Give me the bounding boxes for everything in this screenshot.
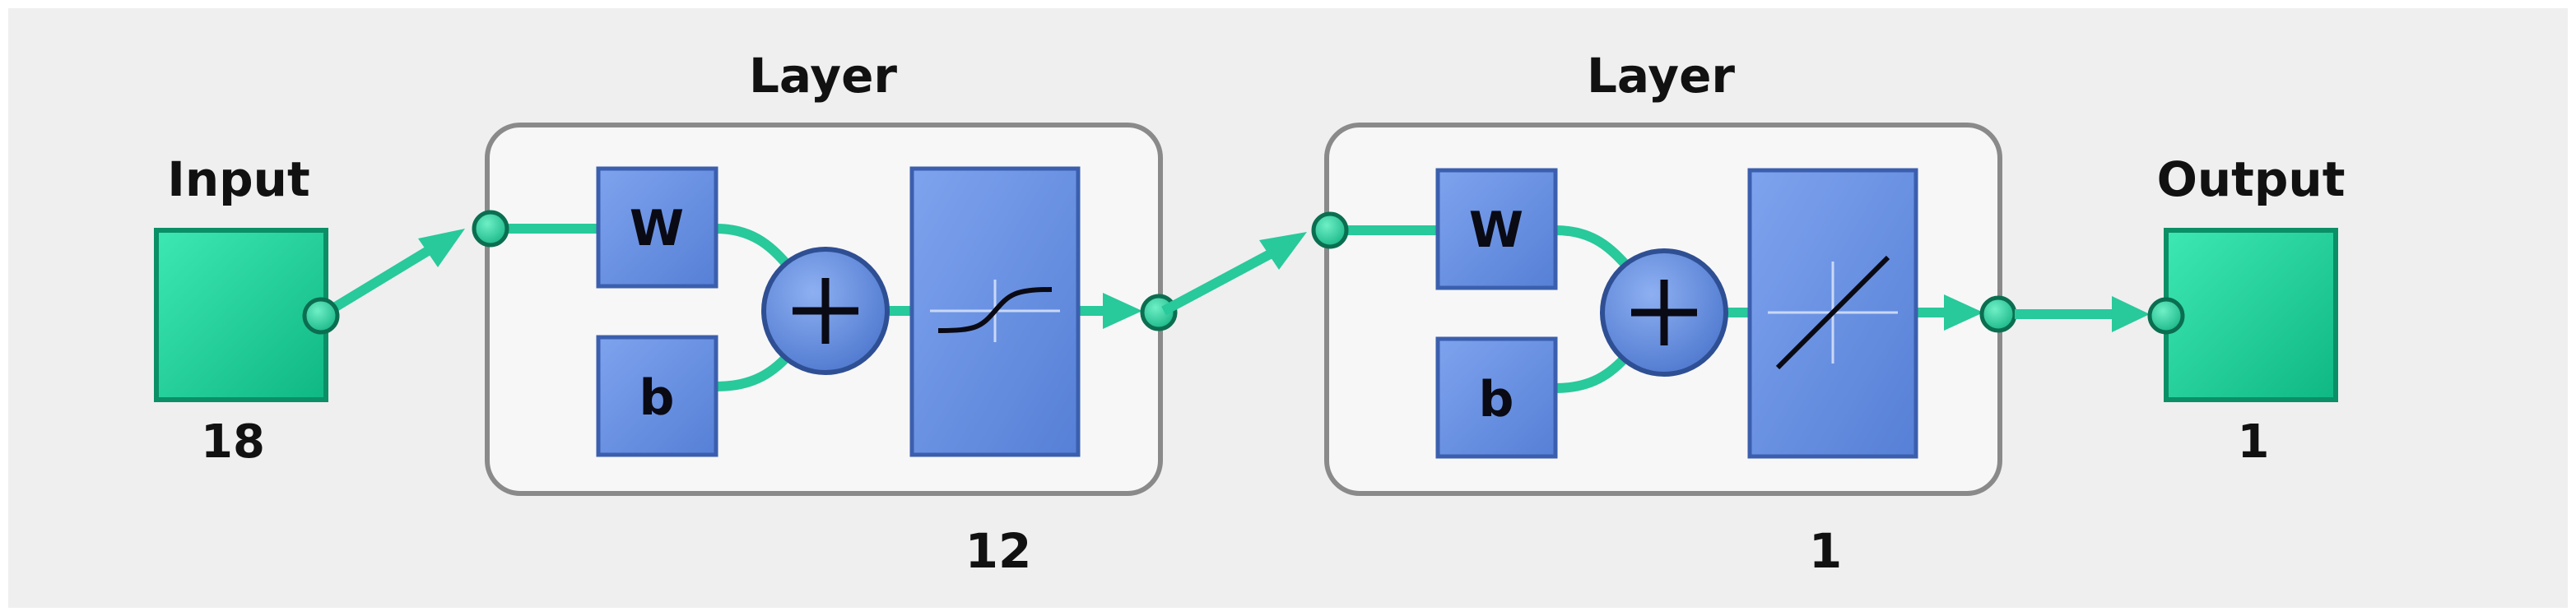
layer1-output-arrow	[1103, 293, 1142, 329]
layer1-sigmoid-transfer-block	[909, 166, 1081, 457]
layer1-size: 12	[965, 523, 1032, 579]
connector-layer2-to-output	[2015, 296, 2150, 332]
layer1-input-node	[472, 210, 509, 248]
layer2-bias-label: b	[1479, 371, 1514, 428]
output-block	[2164, 228, 2338, 402]
layer2-sum-node	[1600, 248, 1728, 377]
layer2-bias-block	[1435, 336, 1558, 459]
layer2-title: Layer	[1587, 48, 1735, 104]
layer1-weight-block	[596, 166, 718, 289]
input-output-node	[302, 297, 340, 335]
layer1-bias-label: b	[639, 369, 675, 427]
layer1-bias-block	[596, 335, 718, 457]
layer1-weight-label: W	[630, 200, 684, 257]
layer2-weight-block	[1435, 168, 1558, 290]
diagram-background	[8, 8, 2568, 608]
layer2-input-node	[1311, 211, 1349, 249]
output-input-node	[2147, 297, 2185, 335]
layer2-output-arrow	[1944, 294, 1983, 331]
connector-input-to-layer1	[320, 229, 465, 319]
layer2-output-node	[1979, 295, 2017, 333]
input-label: Input	[167, 151, 309, 207]
layer1-sum-node	[761, 247, 890, 375]
input-block	[154, 228, 328, 402]
layer1-title: Layer	[749, 48, 897, 104]
connector-layer1-to-layer2	[1161, 232, 1307, 316]
layer2-size: 1	[1809, 523, 1842, 579]
layer2-linear-transfer-block	[1747, 168, 1918, 459]
output-size: 1	[2238, 415, 2270, 469]
output-label: Output	[2157, 151, 2346, 207]
layer2-weight-label: W	[1469, 201, 1523, 259]
input-size: 18	[201, 415, 265, 469]
